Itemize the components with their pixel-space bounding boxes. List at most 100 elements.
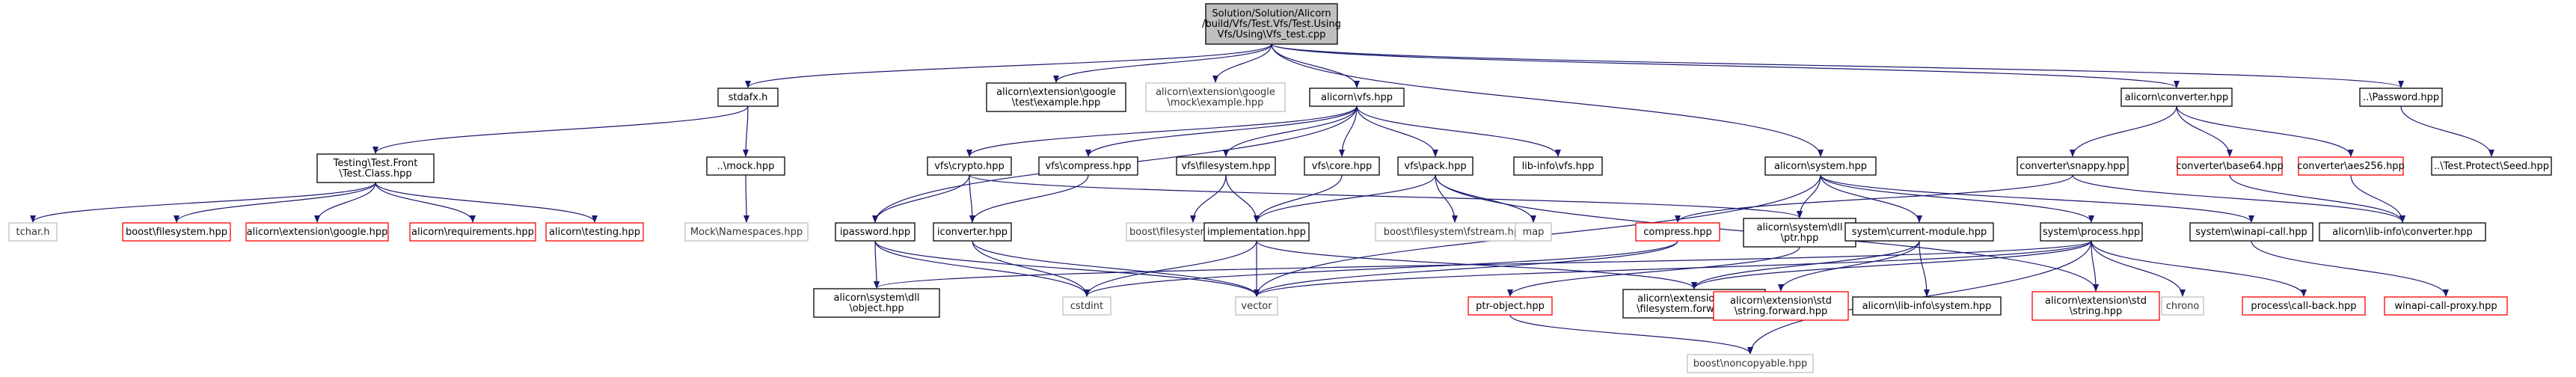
node-box — [933, 222, 1012, 242]
node-mock[interactable]: ..\mock.hpp — [706, 156, 785, 176]
node-label: process\call-back.hpp — [2251, 301, 2356, 312]
node-ipassword[interactable]: ipassword.hpp — [835, 222, 916, 242]
node-box — [2120, 88, 2233, 107]
node-converter-snappy[interactable]: converter\snappy.hpp — [2017, 156, 2129, 176]
node-stdafx[interactable]: stdafx.h — [717, 88, 779, 107]
node-label: \object.hpp — [849, 303, 904, 314]
node-converter-base64[interactable]: converter\base64.hpp — [2176, 156, 2284, 176]
node-system-winapi-call[interactable]: system\winapi-call.hpp — [2189, 222, 2313, 242]
node-lib-info-converter[interactable]: alicorn\lib-info\converter.hpp — [2319, 222, 2486, 242]
node-vfs-pack[interactable]: vfs\pack.hpp — [1397, 156, 1473, 176]
edge-root-to-password — [1271, 43, 2404, 88]
node-std-string-forward[interactable]: alicorn\extension\std\string.forward.hpp — [1713, 291, 1849, 321]
node-mock-namespaces[interactable]: Mock\Namespaces.hpp — [684, 222, 809, 242]
node-password[interactable]: ..\Password.hpp — [2359, 88, 2443, 107]
node-vfs-compress[interactable]: vfs\compress.hpp — [1038, 156, 1138, 176]
node-label: compress.hpp — [1643, 227, 1712, 238]
edge-system-current-module-to-std-string-forward — [1778, 240, 1920, 292]
node-test-protect-seed[interactable]: ..\Test.Protect\Seed.hpp — [2431, 156, 2552, 176]
node-converter-aes256[interactable]: converter\aes256.hpp — [2297, 156, 2405, 176]
edge-ipassword-to-cstdint — [874, 240, 1090, 297]
node-vfs-filesystem[interactable]: vfs\filesystem.hpp — [1176, 156, 1276, 176]
node-lib-info-vfs[interactable]: lib-info\vfs.hpp — [1513, 156, 1603, 176]
edge-system-dll-ptr-to-ptr-object — [1507, 246, 1800, 297]
node-box — [2017, 156, 2129, 176]
node-box — [1304, 156, 1380, 176]
edge-vfs-pack-to-map — [1435, 174, 1536, 223]
node-boost-fs-fstream[interactable]: boost\filesystem\fstream.hpp — [1375, 222, 1535, 242]
node-system-process[interactable]: system\process.hpp — [2040, 222, 2143, 242]
edge-alicorn-converter-to-converter-aes256 — [2176, 105, 2354, 157]
node-box — [1309, 88, 1405, 107]
node-tchar[interactable]: tchar.h — [8, 222, 58, 242]
node-box — [316, 153, 435, 183]
node-lib-info-system[interactable]: alicorn\lib-info\system.hpp — [1852, 296, 2002, 316]
node-alicorn-system[interactable]: alicorn\system.hpp — [1764, 156, 1877, 176]
node-ext-google-test-example[interactable]: alicorn\extension\google\test\example.hp… — [986, 82, 1126, 112]
node-system-dll-ptr[interactable]: alicorn\system\dll\ptr.hpp — [1743, 218, 1856, 248]
node-box — [1713, 291, 1849, 321]
node-implementation[interactable]: implementation.hpp — [1203, 222, 1310, 242]
node-box — [1468, 296, 1553, 316]
node-vfs-crypto[interactable]: vfs\crypto.hpp — [927, 156, 1012, 176]
node-label: ..\mock.hpp — [717, 161, 775, 172]
node-system-dll-object[interactable]: alicorn\system\dll\object.hpp — [813, 288, 940, 318]
node-box — [2189, 222, 2313, 242]
node-compress[interactable]: compress.hpp — [1635, 222, 1720, 242]
node-alicorn-vfs[interactable]: alicorn\vfs.hpp — [1309, 88, 1405, 107]
node-iconverter[interactable]: iconverter.hpp — [933, 222, 1012, 242]
node-testing[interactable]: alicorn\testing.hpp — [545, 222, 644, 242]
node-label: alicorn\converter.hpp — [2125, 92, 2229, 103]
node-vector[interactable]: vector — [1235, 296, 1278, 316]
edge-alicorn-vfs-to-vfs-crypto — [966, 105, 1358, 157]
node-label: system\current-module.hpp — [1852, 227, 1987, 238]
edge-test-class-to-tchar — [30, 182, 376, 223]
node-box — [1852, 296, 2002, 316]
node-label: vfs\compress.hpp — [1046, 161, 1132, 172]
node-vfs-core[interactable]: vfs\core.hpp — [1304, 156, 1380, 176]
edge-vfs-core-to-implementation — [1254, 174, 1343, 223]
node-box — [2242, 296, 2366, 316]
edge-root-to-ext-google-test-example — [1053, 43, 1272, 83]
node-map[interactable]: map — [1515, 222, 1552, 242]
edge-alicorn-system-to-system-process — [1820, 174, 2094, 223]
node-label: chrono — [2166, 301, 2200, 312]
node-boost-filesystem[interactable]: boost\filesystem.hpp — [122, 222, 231, 242]
node-call-back[interactable]: process\call-back.hpp — [2242, 296, 2366, 316]
node-label: Solution/Solution/Alicorn — [1212, 8, 1331, 19]
node-cstdint[interactable]: cstdint — [1062, 296, 1111, 316]
edge-compress-to-cstdint — [1084, 240, 1678, 297]
node-noncopyable[interactable]: boost\noncopyable.hpp — [1687, 354, 1814, 373]
edge-alicorn-vfs-to-vfs-pack — [1356, 105, 1438, 157]
node-box — [813, 288, 940, 318]
node-label: stdafx.h — [729, 92, 768, 103]
edge-vfs-filesystem-to-implementation — [1225, 174, 1260, 223]
node-alicorn-converter[interactable]: alicorn\converter.hpp — [2120, 88, 2233, 107]
edge-test-class-to-testing — [375, 182, 598, 223]
node-std-string[interactable]: alicorn\extension\std\string.hpp — [2031, 291, 2160, 321]
edge-root-to-ext-google-mock-example — [1212, 43, 1272, 83]
node-chrono[interactable]: chrono — [2161, 296, 2204, 316]
node-ext-google[interactable]: alicorn\extension\google.hpp — [245, 222, 389, 242]
node-label: implementation.hpp — [1207, 227, 1306, 238]
node-system-current-module[interactable]: system\current-module.hpp — [1844, 222, 1994, 242]
node-box — [1203, 222, 1310, 242]
node-ptr-object[interactable]: ptr-object.hpp — [1468, 296, 1553, 316]
node-box — [717, 88, 779, 107]
node-requirements[interactable]: alicorn\requirements.hpp — [409, 222, 536, 242]
node-box — [245, 222, 389, 242]
node-winapi-call-proxy[interactable]: winapi-call-proxy.hpp — [2384, 296, 2508, 316]
node-test-class[interactable]: Testing\Test.Front\Test.Class.hpp — [316, 153, 435, 183]
node-label: ipassword.hpp — [840, 227, 910, 238]
edge-vfs-crypto-to-ipassword — [872, 174, 970, 223]
edge-alicorn-vfs-to-vfs-compress — [1085, 105, 1358, 157]
edge-system-process-to-chrono — [2091, 240, 2186, 297]
node-label: vfs\core.hpp — [1312, 161, 1372, 172]
node-root[interactable]: Solution/Solution/Alicorn/build/Vfs/Test… — [1202, 3, 1341, 45]
node-label: vfs\crypto.hpp — [934, 161, 1005, 172]
node-ext-google-mock-example[interactable]: alicorn\extension\google\mock\example.hp… — [1145, 82, 1286, 112]
node-box — [2040, 222, 2143, 242]
node-box — [1513, 156, 1603, 176]
node-label: system\winapi-call.hpp — [2195, 227, 2307, 238]
